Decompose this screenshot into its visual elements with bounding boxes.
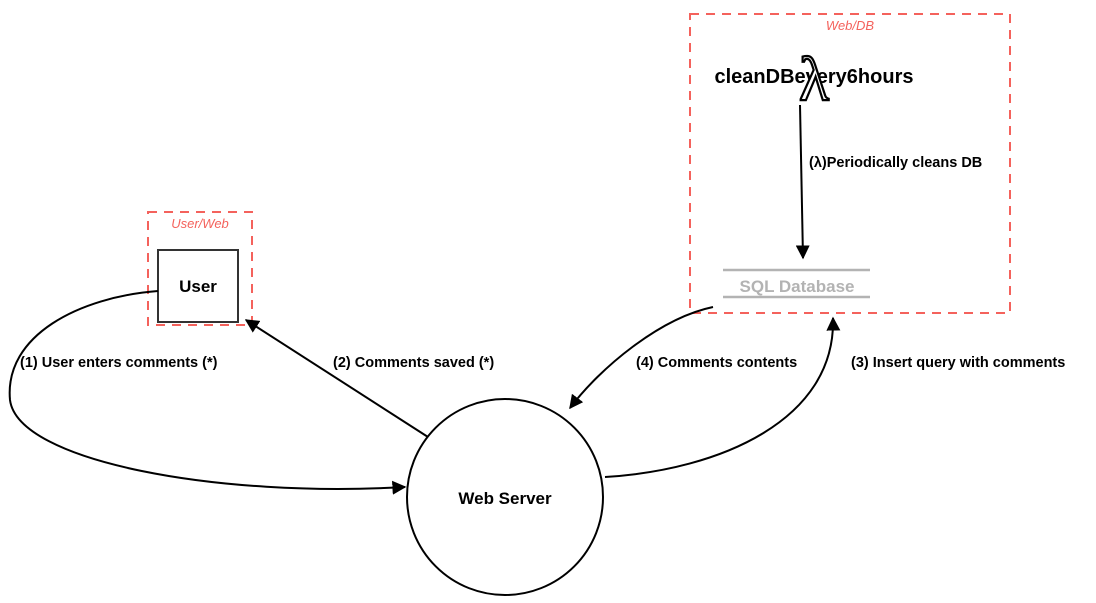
trust-boundary-user-web-label: User/Web: [171, 216, 229, 231]
node-user[interactable]: User: [157, 249, 239, 323]
flow-3-path: [604, 316, 841, 478]
node-web-server-circle[interactable]: [406, 398, 604, 596]
flow-4-path: [569, 306, 714, 410]
flow-2-path: [244, 319, 429, 438]
node-sql-database-label: SQL Database: [740, 277, 855, 296]
trust-boundary-web-db: Web/DB: [689, 13, 1011, 314]
node-clean-db-lambda-label: cleanDBevery6hours: [715, 66, 914, 88]
flow-4-label: (4) Comments contents: [636, 355, 797, 371]
lambda-icon: λ: [799, 46, 829, 114]
node-web-server[interactable]: Web Server: [406, 398, 604, 596]
flow-1-user-enters-comments[interactable]: (1) User enters comments (*): [8, 290, 407, 495]
node-web-server-label: Web Server: [458, 489, 552, 508]
flow-4-comments-contents[interactable]: (4) Comments contents: [569, 306, 797, 410]
node-user-label: User: [179, 277, 217, 296]
node-user-box[interactable]: [157, 249, 239, 323]
flow-lambda-cleans-db-path: [795, 104, 810, 260]
trust-boundary-user-web-box: [147, 211, 253, 326]
node-clean-db-lambda[interactable]: cleanDBevery6hours λ: [715, 45, 914, 115]
trust-boundary-web-db-label: Web/DB: [826, 18, 874, 33]
flow-lambda-cleans-db-label: (λ)Periodically cleans DB: [809, 155, 982, 171]
node-sql-database[interactable]: SQL Database: [723, 268, 870, 299]
flow-2-label: (2) Comments saved (*): [333, 355, 494, 371]
flow-3-insert-query[interactable]: (3) Insert query with comments: [604, 316, 1065, 478]
flow-lambda-cleans-db[interactable]: (λ)Periodically cleans DB: [795, 104, 982, 260]
flow-1-path: [8, 290, 407, 495]
flow-3-label: (3) Insert query with comments: [851, 355, 1065, 371]
trust-boundary-user-web: User/Web: [147, 211, 253, 326]
flow-1-label: (1) User enters comments (*): [20, 355, 218, 371]
trust-boundary-web-db-box: [689, 13, 1011, 314]
flow-2-comments-saved[interactable]: (2) Comments saved (*): [244, 319, 494, 438]
